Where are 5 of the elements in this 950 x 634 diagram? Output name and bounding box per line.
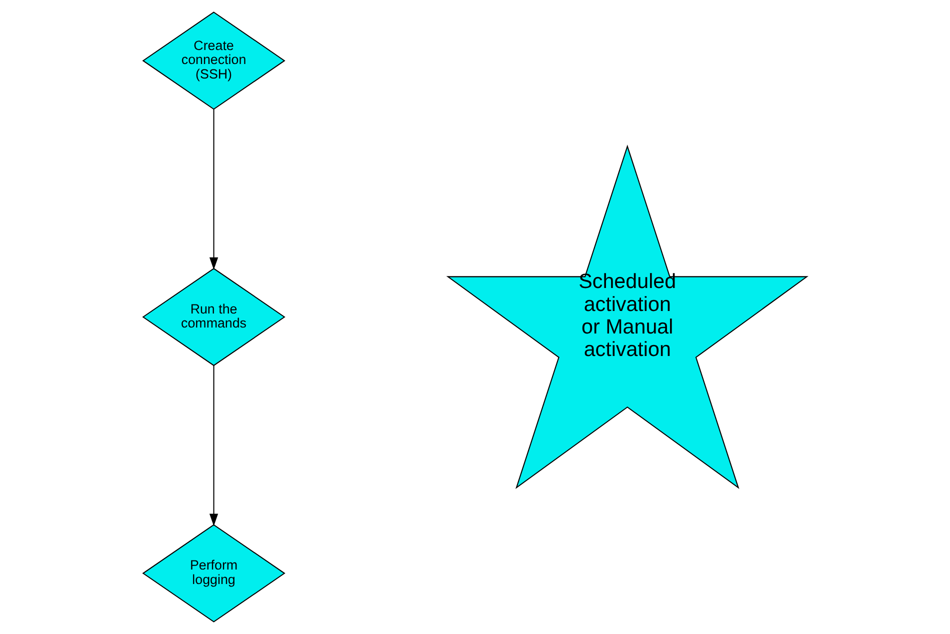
arrow (209, 366, 218, 526)
node-diamond: Run the commands (142, 268, 286, 366)
node-diamond: Perform logging (142, 524, 286, 622)
arrow (209, 109, 218, 270)
node-diamond: Create connection (SSH) (142, 12, 286, 110)
